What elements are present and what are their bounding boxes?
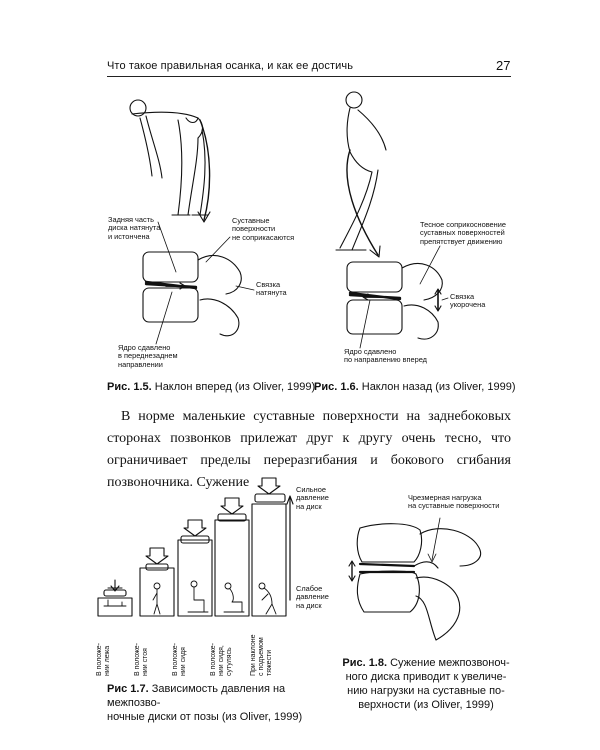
fig17-position-label: В положе- нии стоя (134, 620, 150, 676)
fig17-caption-number: Рис 1.7. (107, 683, 149, 695)
fig15-person-illustration (130, 100, 208, 215)
fig18-label-load: Чрезмерная нагрузка на суставные поверхн… (408, 494, 499, 511)
fig17-bars (98, 504, 286, 616)
fig16-caption-number: Рис. 1.6. (314, 381, 359, 393)
fig17-position-label: В положе- нии сидя, сутулясь (210, 620, 234, 676)
fig16-vertebra (347, 262, 442, 339)
fig17-position-label: При наклоне с подъемом тяжести (250, 620, 274, 676)
fig18-caption: Рис. 1.8. Сужение межпозвоноч- ного диск… (340, 656, 512, 712)
fig16-arrow (347, 150, 380, 257)
fig16-caption: Рис. 1.6. Наклон назад (из Oliver, 1999) (314, 380, 516, 394)
fig18-caption-number: Рис. 1.8. (342, 657, 387, 669)
fig17-position-label: В положе- нии лежа (96, 620, 112, 676)
fig17-discs-and-arrows (104, 478, 285, 596)
fig16-label-contact: Тесное соприкосновение суставных поверхн… (420, 221, 506, 246)
fig15-label-ligament: Связка натянута (256, 281, 287, 298)
fig16-person-illustration (336, 92, 386, 250)
fig17-label-weak: Слабое давление на диск (296, 585, 329, 610)
fig17-caption: Рис 1.7. Зависимость давления на межпозв… (107, 682, 317, 724)
fig15-caption-text: Наклон вперед (из Oliver, 1999) (155, 381, 315, 393)
fig15-vertebra (143, 252, 241, 336)
fig18-vertebra (349, 524, 481, 640)
fig16-caption-text: Наклон назад (из Oliver, 1999) (362, 381, 516, 393)
fig17-pressure-axis (287, 496, 293, 600)
fig16-label-nucleus: Ядро сдавлено по направлению вперед (344, 348, 427, 365)
body-text: В норме маленькие суставные поверхности … (107, 406, 511, 494)
fig15-caption-number: Рис. 1.5. (107, 381, 152, 393)
fig16-label-ligament: Связка укорочена (450, 293, 485, 310)
fig15-label-joints: Суставные поверхности не соприкасаются (232, 217, 294, 242)
body-paragraph: В норме маленькие суставные поверхности … (107, 406, 511, 494)
fig15-label-back: Задняя часть диска натянута и истончена (108, 216, 160, 241)
fig18-callout (428, 518, 440, 562)
fig17-label-strong: Сильное давление на диск (296, 486, 329, 511)
fig15-caption: Рис. 1.5. Наклон вперед (из Oliver, 1999… (107, 380, 315, 394)
fig15-label-nucleus: Ядро сдавлено в переднезаднем направлени… (118, 344, 178, 369)
fig17-position-label: В положе- нии сидя (172, 620, 188, 676)
